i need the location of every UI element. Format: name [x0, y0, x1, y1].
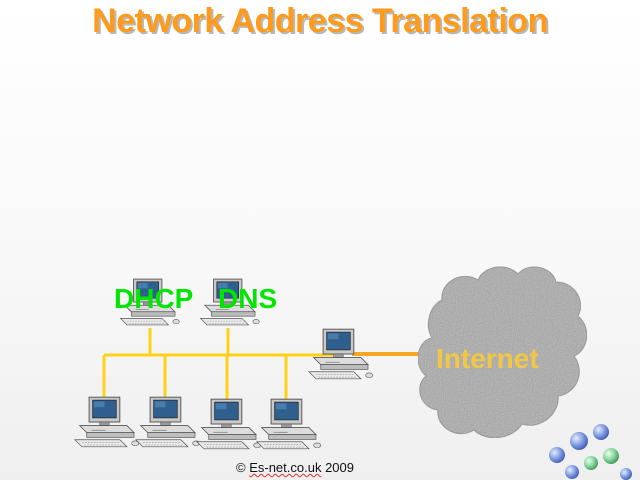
client-computer-1 [74, 396, 140, 448]
copyright-year: 2009 [321, 460, 355, 475]
copyright-prefix: © [236, 460, 250, 475]
copyright-footer: © Es-net.co.uk 2009 [236, 460, 354, 475]
internet-label: Internet [436, 343, 539, 374]
slide-title: Network Address Translation [92, 2, 548, 40]
sphere-ornament [603, 448, 619, 464]
client-computer-2 [135, 396, 201, 448]
client-computer-3 [196, 398, 262, 450]
sphere-ornament [593, 424, 609, 440]
decorative-spheres [549, 424, 632, 480]
sphere-ornament [549, 447, 565, 463]
dns-label: DNS [218, 283, 277, 314]
lan-cabling [102, 328, 342, 402]
client-computer-4 [256, 398, 322, 450]
internet-cloud [417, 266, 588, 439]
sphere-ornament [620, 468, 632, 480]
sphere-ornament [565, 465, 579, 479]
copyright-site: Es-net.co.uk [249, 460, 322, 475]
sphere-ornament [584, 456, 598, 470]
sphere-ornament [570, 432, 588, 450]
dhcp-label: DHCP [114, 283, 193, 314]
